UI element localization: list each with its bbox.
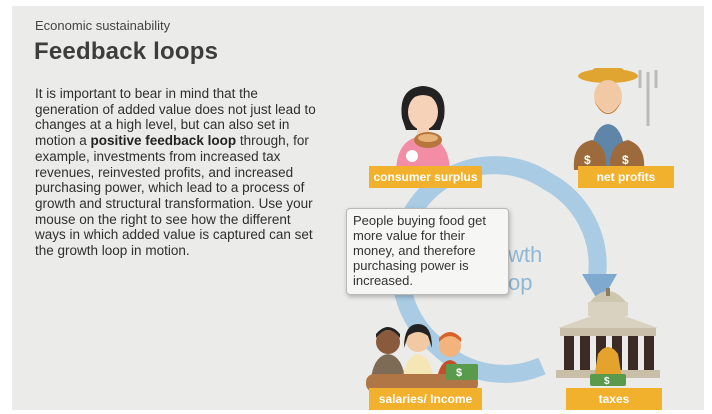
body-paragraph: It is important to bear in mind that the… [35, 86, 325, 259]
body-text-start: It is important to bear in mind that the… [35, 86, 316, 149]
woman-eating-icon[interactable] [390, 80, 456, 174]
workers-group-icon[interactable]: $ [362, 322, 484, 394]
svg-text:$: $ [604, 376, 610, 387]
consumer-surplus-button[interactable]: consumer surplus [369, 166, 482, 188]
loop-word-loop: op [508, 270, 533, 295]
body-text-end: through, for example, investments from i… [35, 133, 313, 259]
farmer-money-bags-icon[interactable]: $ $ [570, 66, 666, 170]
svg-text:$: $ [456, 367, 462, 379]
tooltip: People buying food get more value for th… [346, 208, 509, 295]
svg-text:$: $ [622, 153, 629, 167]
loop-word-growth: wth [508, 242, 543, 267]
government-building-icon[interactable]: $ [552, 288, 664, 388]
slide: Economic sustainability Feedback loops I… [12, 6, 704, 410]
taxes-button[interactable]: taxes [566, 388, 662, 410]
salaries-income-button[interactable]: salaries/ Income [369, 388, 482, 410]
svg-text:$: $ [584, 153, 591, 167]
section-kicker: Economic sustainability [35, 18, 171, 33]
page-title: Feedback loops [34, 38, 219, 65]
net-profits-button[interactable]: net profits [578, 166, 674, 188]
body-text-bold: positive feedback loop [90, 133, 237, 149]
